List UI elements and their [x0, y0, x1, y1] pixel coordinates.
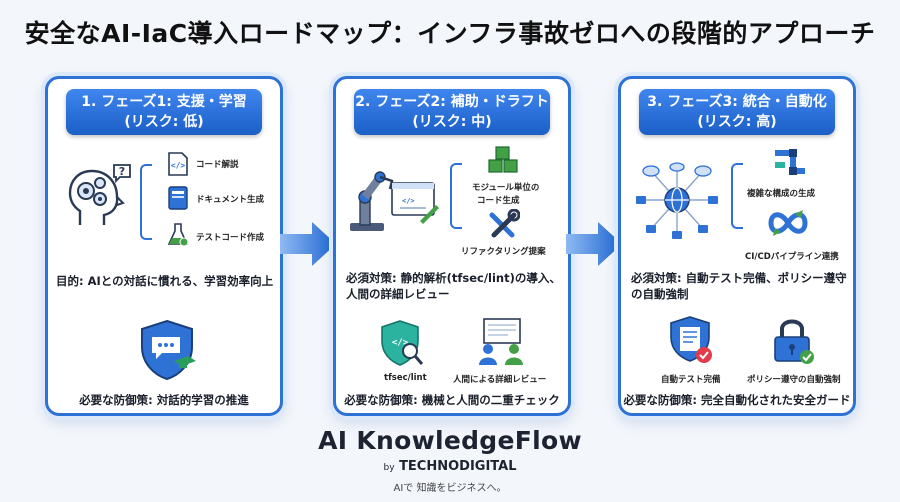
cicd-loop-icon — [768, 210, 808, 236]
phase1-item-3: テストコード作成 — [196, 233, 265, 243]
phase2-title: 2. フェーズ2: 補助・ドラフト — [355, 94, 549, 110]
brand-name: AI KnowledgeFlow — [318, 426, 582, 455]
phase1-item-2: ドキュメント生成 — [196, 195, 265, 205]
book-icon — [168, 186, 188, 210]
cloud-network-icon — [636, 162, 718, 239]
phase1-item-1: コード解説 — [196, 160, 239, 170]
phase3-bracket — [731, 163, 743, 229]
arrow-right-icon — [280, 222, 336, 266]
phase2-bracket — [450, 163, 462, 229]
head-gears-icon — [68, 169, 125, 225]
phase2-risk: (リスク: 中) — [412, 114, 492, 130]
code-document-icon: </> — [168, 152, 188, 176]
phase1-purpose: 目的: AIとの対話に慣れる、学習効率向上 — [56, 274, 274, 288]
modules-cubes-icon — [488, 146, 518, 173]
phase2-item-3: リファクタリング提案 — [461, 247, 546, 257]
phase2-icon-label-1: tfsec/lint — [384, 373, 427, 383]
robot-arm-icon: </> — [350, 171, 439, 231]
phase2-item-2: コード生成 — [477, 196, 520, 206]
phase2-panel: 2. フェーズ2: 補助・ドラフト (リスク: 中) </> モジュール単位の … — [333, 76, 571, 416]
phase3-item-2: CI/CDパイプライン連携 — [745, 252, 839, 262]
phase1-risk: (リスク: 低) — [124, 114, 204, 130]
phase2-item-1: モジュール単位の — [472, 183, 540, 193]
brand-company: TECHNODIGITAL — [399, 459, 517, 474]
phase3-item-1: 複雑な構成の生成 — [747, 189, 816, 199]
svg-text:</>: </> — [402, 197, 415, 205]
phase3-required: 必須対策: 自動テスト完備、ポリシー遵守の自動強制 — [631, 271, 847, 301]
shield-search-icon: </> — [381, 320, 424, 366]
phase3-defense: 必要な防御策: 完全自動化された安全ガード — [623, 393, 851, 407]
people-review-icon — [479, 318, 523, 365]
page-title: 安全なAI-IaC導入ロードマップ：インフラ事故ゼロへの段階的アプローチ — [24, 19, 876, 48]
wrench-screwdriver-icon — [489, 209, 520, 238]
phase1-defense: 必要な防御策: 対話的学習の推進 — [79, 393, 249, 407]
phase1-title: 1. フェーズ1: 支援・学習 — [81, 94, 247, 110]
phase2-required: 必須対策: 静的解析(tfsec/lint)の導入、人間の詳細レビュー — [346, 271, 561, 301]
svg-text:</>: </> — [392, 338, 409, 348]
brand-tagline: AIで 知識をビジネスへ。 — [393, 483, 507, 494]
brand-by: by — [383, 463, 395, 473]
phase3-icon-label-1: 自動テスト完備 — [661, 375, 721, 385]
phase3-title: 3. フェーズ3: 統合・自動化 — [647, 94, 827, 110]
phase1-bracket — [140, 164, 152, 240]
svg-text:?: ? — [119, 165, 125, 178]
pipes-icon — [775, 149, 805, 175]
phase3-risk: (リスク: 高) — [697, 114, 777, 130]
phase3-header: 3. フェーズ3: 統合・自動化 (リスク: 高) — [639, 89, 835, 135]
phase2-icon-label-2: 人間による詳細レビュー — [453, 375, 547, 385]
phase2-header: 2. フェーズ2: 補助・ドラフト (リスク: 中) — [354, 89, 550, 135]
shield-chat-icon — [141, 319, 196, 381]
phase3-panel: 3. フェーズ3: 統合・自動化 (リスク: 高) 複雑な構成の生成 — [618, 76, 856, 416]
svg-text:</>: </> — [171, 161, 186, 170]
shield-checklist-icon — [670, 316, 712, 363]
test-flask-icon — [167, 223, 189, 247]
phase1-header: 1. フェーズ1: 支援・学習 (リスク: 低) — [66, 89, 262, 135]
question-bubble-icon: ? — [113, 164, 131, 184]
brand-company-line: by TECHNODIGITAL — [0, 459, 900, 474]
phase1-panel: 1. フェーズ1: 支援・学習 (リスク: 低) ? </> コード解説 ドキュ… — [45, 76, 283, 416]
phase2-defense: 必要な防御策: 機械と人間の二重チェック — [344, 393, 560, 407]
arrow-right-icon-2 — [566, 222, 622, 266]
padlock-check-icon — [774, 319, 814, 364]
phase3-icon-label-2: ポリシー遵守の自動強制 — [747, 375, 841, 385]
